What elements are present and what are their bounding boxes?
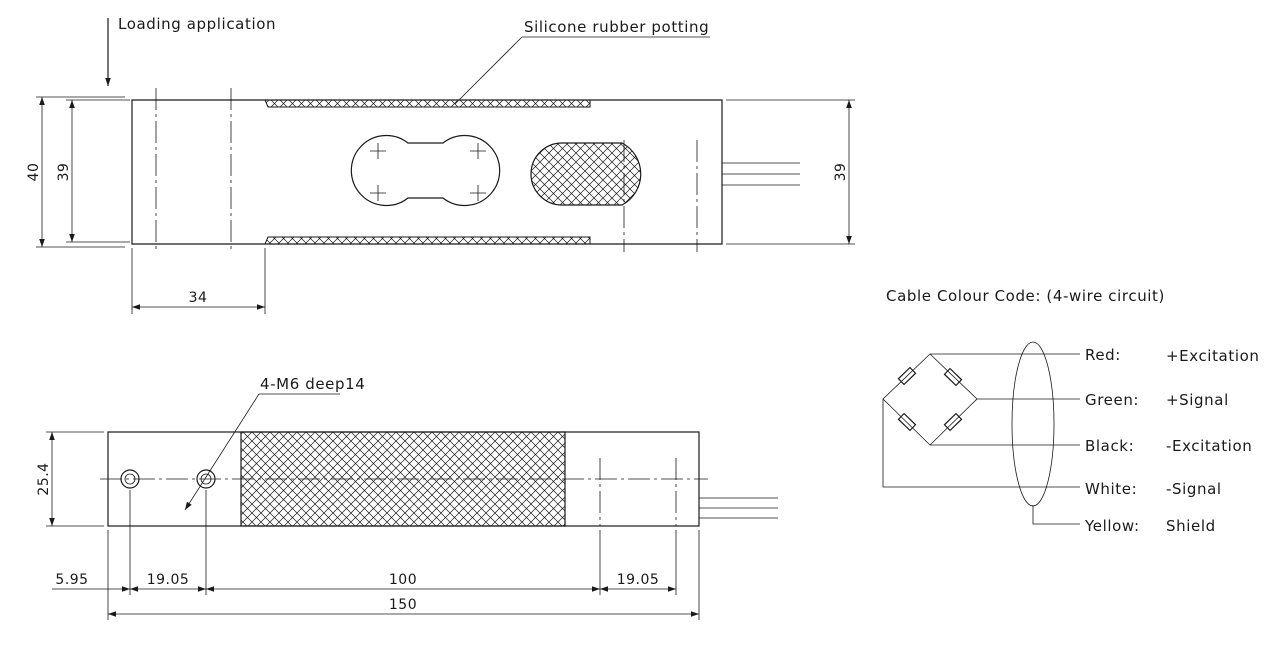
potting-slot	[530, 142, 642, 206]
side-ext-lines	[107, 490, 700, 620]
side-cable	[699, 497, 778, 519]
threaded-hole-2	[196, 469, 216, 489]
cable-title: Cable Colour Code: (4-wire circuit)	[886, 287, 1165, 305]
wire-color-black: Black:	[1085, 437, 1134, 455]
bridge-wires	[882, 353, 1080, 525]
wire-color-yellow: Yellow:	[1084, 517, 1140, 535]
dim-40-label: 40	[26, 163, 42, 182]
thread-leader	[184, 393, 260, 511]
cable-colour-code: Cable Colour Code: (4-wire circuit) Red:…	[882, 287, 1259, 535]
dim-1905-left-label: 19.05	[147, 572, 190, 588]
dim-1905-right-label: 19.05	[617, 572, 660, 588]
threaded-hole-1	[120, 469, 140, 489]
top-view: Loading application Silicone rubber pott…	[26, 15, 855, 314]
crosshair-marks	[370, 143, 486, 201]
dim-39-left-label: 39	[56, 163, 72, 182]
wire-color-green: Green:	[1085, 391, 1139, 409]
dim-100-label: 100	[389, 572, 417, 588]
wire-color-white: White:	[1085, 480, 1137, 498]
side-view: 4-M6 deep14 25.4 5.95 19.05 100 19.05	[36, 375, 778, 620]
bridge-resistors	[897, 366, 963, 432]
top-cable	[722, 162, 800, 186]
bridge-diamond	[882, 353, 978, 446]
thread-label: 4-M6 deep14	[260, 375, 365, 393]
shield-ellipse	[1011, 341, 1055, 507]
potting-leader	[454, 36, 523, 105]
dogbone-cutout	[350, 134, 501, 207]
dim-34-label: 34	[189, 290, 208, 306]
wire-function-white: -Signal	[1166, 480, 1222, 498]
wire-function-green: +Signal	[1166, 391, 1229, 409]
potting-label: Silicone rubber potting	[524, 18, 709, 36]
dim-595-label: 5.95	[55, 572, 88, 588]
wire-function-black: -Excitation	[1166, 437, 1252, 455]
potting-strip-bottom	[264, 236, 591, 245]
wire-color-red: Red:	[1085, 346, 1121, 364]
dim-150-label: 150	[389, 597, 417, 613]
wire-function-yellow: Shield	[1166, 517, 1216, 535]
loading-label: Loading application	[118, 15, 276, 33]
potting-strip-top	[264, 99, 591, 108]
dim-39-right-label: 39	[833, 163, 849, 182]
wire-function-red: +Excitation	[1166, 347, 1259, 365]
dim-254-label: 25.4	[36, 462, 52, 495]
